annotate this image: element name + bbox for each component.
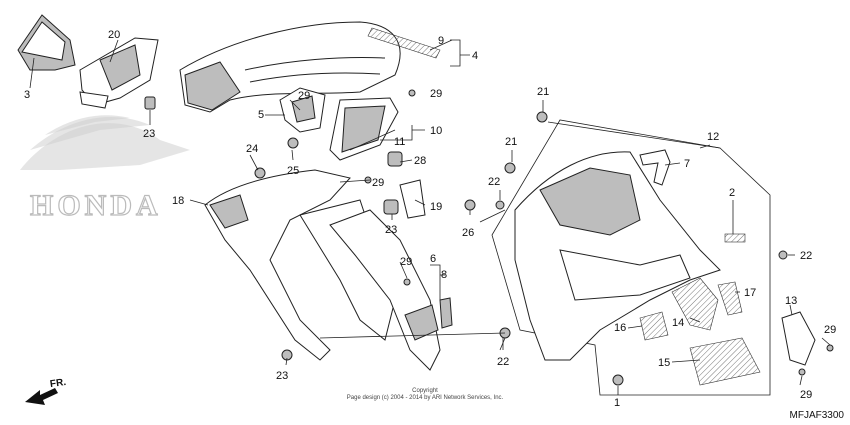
- part-13-bracket: [781, 311, 816, 366]
- callout-22-a: 22: [497, 356, 509, 368]
- part-16-pad: [639, 311, 669, 341]
- callout-2: 2: [729, 187, 735, 199]
- callout-26: 23: [385, 224, 397, 236]
- callout-1: 1: [614, 397, 620, 409]
- callout-6: 6: [430, 253, 436, 265]
- part-20-bracket: [79, 37, 159, 109]
- callout-29-a: 29: [430, 88, 442, 100]
- part-17-pad: [717, 281, 743, 316]
- bolts: [254, 89, 834, 386]
- part-12-right-cowl: [514, 151, 721, 361]
- callout-18: 18: [172, 195, 184, 207]
- honda-watermark: HONDA: [20, 115, 190, 223]
- part-2-pad: [724, 233, 746, 243]
- part-10-inner-panel: [329, 97, 399, 161]
- part-6-lower-panel: [329, 209, 453, 371]
- part-5-bracket: [279, 87, 326, 133]
- callout-27: 23: [143, 128, 155, 140]
- callout-14: 14: [672, 317, 684, 329]
- callout-labels: 3 20 23 9 4 29 5 29 11 10 24 25 28 29 18…: [24, 29, 836, 409]
- part-4-upper-cowl: [179, 21, 401, 113]
- callout-23-b: 23: [276, 370, 288, 382]
- callout-4: 4: [472, 50, 478, 62]
- callout-16: 16: [614, 322, 626, 334]
- callout-29-e: 29: [824, 324, 836, 336]
- callout-19: 19: [430, 201, 442, 213]
- part-28-grommet: [387, 151, 403, 167]
- callout-23-a: 24: [246, 143, 258, 155]
- callout-29-c: 29: [372, 177, 384, 189]
- callout-12: 12: [707, 131, 719, 143]
- callout-21-a: 21: [537, 86, 549, 98]
- diagram-code: MFJAF3300: [789, 410, 844, 421]
- callout-29-f: 29: [800, 389, 812, 401]
- callout-17: 17: [744, 287, 756, 299]
- front-direction-arrow-icon: [25, 388, 58, 405]
- copyright-line-2: Page design (c) 2004 - 2014 by ARI Netwo…: [346, 395, 504, 401]
- callout-22-b: 22: [488, 176, 500, 188]
- copyright-line-1: Copyright: [412, 388, 438, 394]
- part-14-pad: [671, 277, 719, 331]
- callout-15: 15: [658, 357, 670, 369]
- part-19-clip: [399, 179, 426, 219]
- callout-29-b: 29: [298, 90, 310, 102]
- watermark-text: HONDA: [30, 189, 162, 222]
- callout-7: 7: [684, 158, 690, 170]
- callout-13: 13: [785, 295, 797, 307]
- part-7-hose: [639, 149, 671, 186]
- callout-22-c: 22: [800, 250, 812, 262]
- callout-29-d: 29: [400, 256, 412, 268]
- part-26-grommet: [383, 199, 399, 215]
- leader-lines: [29, 39, 831, 395]
- callout-24: 26: [462, 227, 474, 239]
- part-27-grommet: [144, 96, 156, 110]
- part-3-duct: [17, 14, 76, 71]
- callout-11: 11: [394, 136, 405, 148]
- callout-28: 28: [414, 155, 426, 167]
- callout-8: 8: [441, 269, 447, 281]
- copyright-notice: Copyright Page design (c) 2004 - 2014 by…: [0, 388, 850, 402]
- callout-9: 9: [438, 35, 444, 47]
- callout-5: 5: [258, 109, 264, 121]
- callout-20: 20: [108, 29, 120, 41]
- callout-21-b: 21: [505, 136, 517, 148]
- callout-10: 10: [430, 125, 442, 137]
- part-9-strip: [367, 27, 441, 59]
- callout-3: 3: [24, 89, 30, 101]
- part-15-plate: [689, 337, 761, 386]
- callout-25: 25: [287, 165, 299, 177]
